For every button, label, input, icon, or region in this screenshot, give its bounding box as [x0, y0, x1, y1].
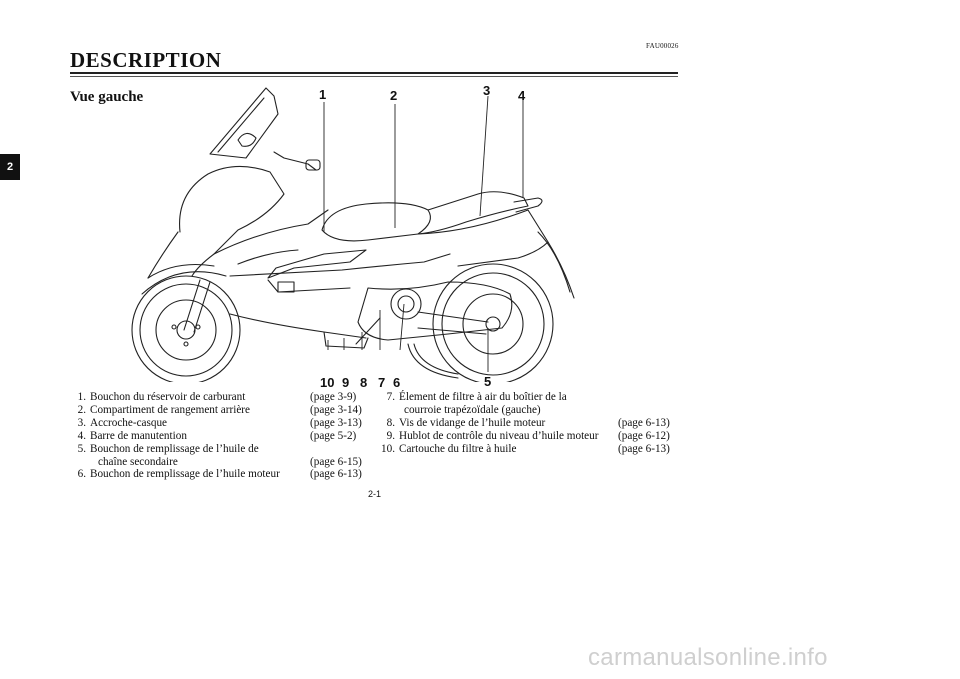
legend-num: 7.	[386, 391, 395, 403]
legend-item: 6. Bouchon de remplissage de l’huile mote…	[74, 468, 364, 481]
legend-num: 8.	[386, 416, 395, 429]
legend-page: (page 6-13)	[618, 416, 670, 429]
legend-page: (page 3-14)	[310, 403, 362, 416]
page-number: 2-1	[368, 489, 382, 499]
legend-page: (page 5-2)	[310, 429, 357, 442]
title-rule-thin	[70, 76, 678, 77]
legend-item-continued: courroie trapézoïdale (gauche)	[380, 404, 680, 417]
callout-1: 1	[319, 87, 327, 102]
legend-page: (page 3-13)	[310, 416, 362, 429]
legend-label: Cartouche du filtre à huile	[399, 442, 517, 455]
callout-2: 2	[390, 88, 398, 103]
legend-num: 9.	[386, 429, 395, 442]
legend-left: 1. Bouchon du réservoir de carburant (page…	[74, 391, 364, 481]
legend-label: chaîne secondaire	[98, 455, 178, 468]
legend-item: 2. Compartiment de rangement arrière (page…	[74, 404, 364, 417]
legend-label: Bouchon du réservoir de carburant	[90, 391, 246, 403]
legend-num: 10.	[381, 442, 395, 455]
rear-wheel-tire	[432, 263, 554, 382]
legend-page: (page 6-13)	[310, 468, 362, 481]
legend-label: Bouchon de remplissage de l’huile de	[90, 442, 259, 455]
legend-num: 1.	[77, 391, 86, 403]
legend-num: 3.	[77, 416, 86, 429]
legend-page: (page 6-13)	[618, 442, 670, 455]
callout-7: 7	[378, 375, 386, 390]
legend-item: 4. Barre de manutention (page 5-2)	[74, 430, 364, 443]
legend-item: 10. Cartouche du filtre à huile (page 6-13…	[380, 443, 680, 456]
scooter-illustration	[131, 87, 575, 382]
legend-item: 3. Accroche-casque (page 3-13)	[74, 417, 364, 430]
callout-10: 10	[320, 375, 335, 390]
legend-label: Bouchon de remplissage de l’huile moteur	[90, 468, 280, 481]
legend-page: (page 3-9)	[310, 391, 357, 403]
callout-8: 8	[360, 375, 368, 390]
legend-page: (page 6-12)	[618, 429, 670, 442]
legend-item: 5. Bouchon de remplissage de l’huile de	[74, 443, 364, 456]
legend-num: 6.	[77, 468, 86, 481]
legend-item: 7. Élement de filtre à air du boîtier de …	[380, 391, 680, 404]
legend-label: Compartiment de rangement arrière	[90, 403, 250, 416]
callout-5: 5	[484, 374, 492, 389]
legend-label: Accroche-casque	[90, 416, 168, 429]
legend-label: Hublot de contrôle du niveau d’huile mot…	[399, 429, 599, 442]
page-title: DESCRIPTION	[70, 48, 222, 72]
legend-right: 7. Élement de filtre à air du boîtier de …	[380, 391, 680, 456]
legend-item-continued: chaîne secondaire (page 6-15)	[74, 456, 364, 469]
legend-num: 5.	[77, 442, 86, 455]
legend-label: Élement de filtre à air du boîtier de la	[399, 391, 567, 403]
callout-3: 3	[483, 83, 491, 98]
chapter-tab: 2	[0, 154, 20, 180]
section-subtitle: Vue gauche	[70, 89, 144, 105]
legend-num: 2.	[77, 403, 86, 416]
legend-item: 1. Bouchon du réservoir de carburant (page…	[74, 391, 364, 404]
legend-page: (page 6-15)	[310, 455, 362, 468]
legend-item: 9. Hublot de contrôle du niveau d’huile m…	[380, 430, 680, 443]
watermark: carmanualsonline.info	[588, 644, 828, 671]
legend-label: Vis de vidange de l’huile moteur	[399, 416, 546, 429]
callout-9: 9	[342, 375, 350, 390]
callout-4: 4	[518, 88, 526, 103]
callout-6: 6	[393, 375, 401, 390]
document-code: FAU00026	[646, 42, 679, 50]
front-wheel-tire	[131, 275, 241, 382]
legend-label: Barre de manutention	[90, 429, 187, 442]
title-rule	[70, 72, 678, 74]
legend-label: courroie trapézoïdale (gauche)	[404, 403, 541, 416]
legend-num: 4.	[77, 429, 86, 442]
legend-item: 8. Vis de vidange de l’huile moteur (page …	[380, 417, 680, 430]
